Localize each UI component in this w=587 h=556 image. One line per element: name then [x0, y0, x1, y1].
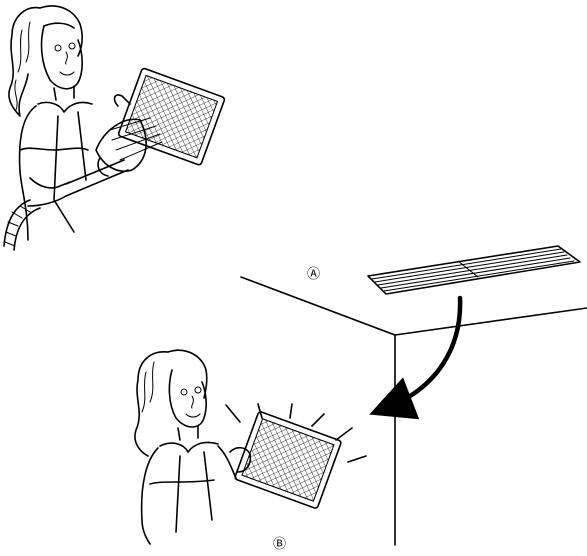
woman-vacuuming-figure: [4, 6, 225, 250]
ceiling-grille: [368, 246, 580, 294]
woman-holding-filter-figure: [135, 350, 366, 544]
room-corner-drawing: [241, 277, 587, 545]
grille-marker-label: Ⓐ: [307, 267, 320, 282]
removal-arrow: [386, 298, 460, 408]
filter-marker-label: Ⓑ: [273, 537, 286, 552]
